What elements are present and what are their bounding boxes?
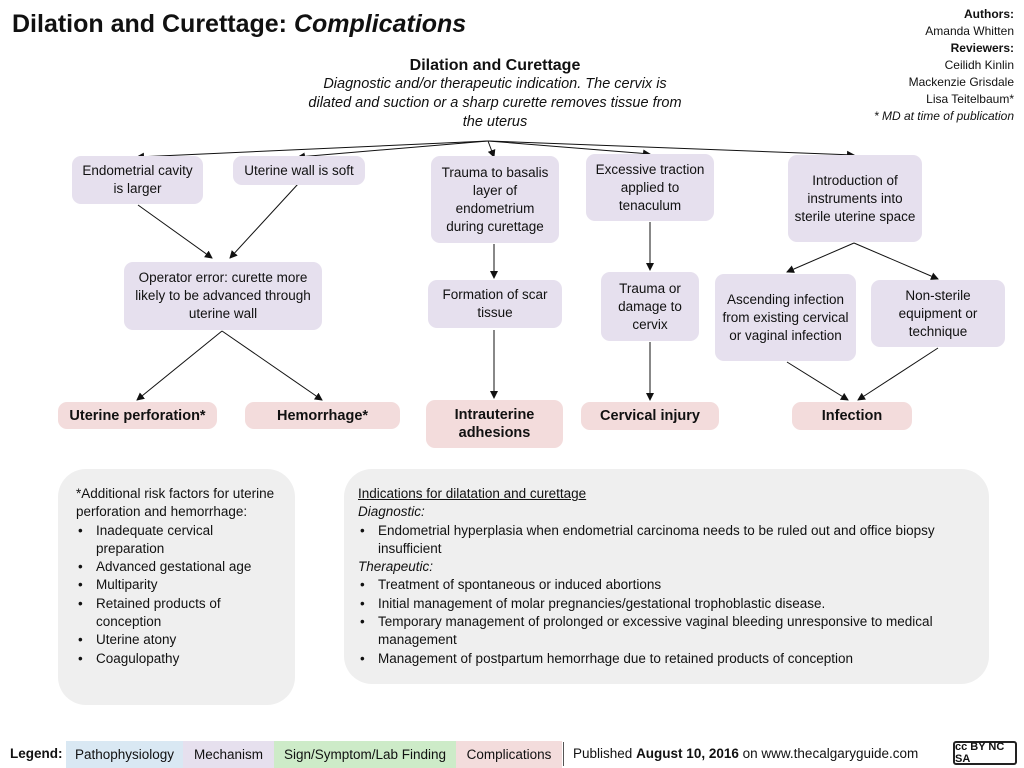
risk-factors-list: Inadequate cervical preparation Advanced…: [76, 522, 281, 669]
site-prefix: on: [742, 746, 758, 761]
reviewer-name: Lisa Teitelbaum*: [926, 92, 1014, 106]
published-prefix: Published: [573, 746, 633, 761]
title-sub: Complications: [293, 10, 467, 38]
list-item: Endometrial hyperplasia when endometrial…: [360, 522, 971, 559]
author-name: Amanda Whitten: [925, 24, 1014, 38]
list-item: Management of postpartum hemorrhage due …: [360, 650, 971, 669]
node-operator-error: Operator error: curette more likely to b…: [124, 262, 322, 330]
risk-factors-heading: *Additional risk factors for uterine per…: [76, 486, 275, 520]
cc-license-icon[interactable]: cc BY NC SA: [953, 741, 1017, 765]
main-node: Dilation and Curettage Diagnostic and/or…: [300, 56, 690, 132]
list-item: Initial management of molar pregnancies/…: [360, 595, 971, 614]
node-hemorrhage: Hemorrhage*: [245, 402, 400, 429]
node-excessive-traction: Excessive traction applied to tenaculum: [586, 154, 714, 221]
therapeutic-list: Treatment of spontaneous or induced abor…: [358, 576, 971, 669]
authors-label: Authors: [964, 7, 1010, 21]
legend-pathophysiology: Pathophysiology: [66, 741, 183, 768]
list-item: Temporary management of prolonged or exc…: [360, 613, 971, 650]
title-main: Dilation and Curettage:: [12, 10, 288, 38]
site-link[interactable]: www.thecalgaryguide.com: [761, 746, 919, 761]
arrow: [297, 140, 489, 161]
node-cervical-injury: Cervical injury: [581, 402, 719, 430]
legend-complications: Complications: [456, 741, 562, 768]
node-ascending-infection: Ascending infection from existing cervic…: [715, 274, 856, 361]
node-infection: Infection: [792, 402, 912, 430]
main-node-description: Diagnostic and/or therapeutic indication…: [308, 76, 682, 130]
node-intrauterine-adhesions: Intrauterine adhesions: [426, 400, 563, 448]
node-trauma-basalis: Trauma to basalis layer of endometrium d…: [431, 156, 559, 243]
arrow: [229, 183, 299, 259]
arrow: [136, 140, 489, 161]
page-title: Dilation and Curettage: Complications: [12, 10, 466, 39]
authors-block: Authors: Amanda Whitten Reviewers: Ceili…: [873, 7, 1014, 123]
main-node-title: Dilation and Curettage: [409, 57, 581, 74]
arrow: [786, 361, 849, 401]
arrow: [487, 140, 651, 158]
list-item: Advanced gestational age: [78, 558, 281, 577]
legend-divider: [563, 742, 564, 766]
legend-label: Legend:: [10, 746, 63, 761]
publication-info: Published August 10, 2016 on www.thecalg…: [573, 746, 918, 761]
node-uterine-perforation: Uterine perforation*: [58, 402, 217, 429]
indications-heading: Indications for dilatation and curettage: [358, 486, 587, 501]
diagnostic-label: Diagnostic:: [358, 504, 425, 520]
node-non-sterile: Non-sterile equipment or technique: [871, 280, 1005, 347]
list-item: Multiparity: [78, 576, 281, 595]
arrow: [136, 330, 223, 401]
indications-panel: Indications for dilatation and curettage…: [344, 469, 989, 684]
arrow: [487, 140, 496, 158]
list-item: Treatment of spontaneous or induced abor…: [360, 576, 971, 595]
arrow: [221, 330, 323, 401]
published-date: August 10, 2016: [636, 746, 739, 761]
therapeutic-label: Therapeutic:: [358, 559, 434, 575]
node-trauma-cervix: Trauma or damage to cervix: [601, 272, 699, 341]
node-introduction-instruments: Introduction of instruments into sterile…: [788, 155, 922, 242]
list-item: Retained products of conception: [78, 595, 281, 632]
node-scar-tissue: Formation of scar tissue: [428, 280, 562, 328]
arrow: [857, 347, 939, 401]
arrow: [487, 140, 855, 159]
list-item: Inadequate cervical preparation: [78, 522, 281, 559]
arrow: [786, 242, 855, 273]
arrow: [137, 204, 213, 259]
list-item: Uterine atony: [78, 631, 281, 650]
reviewers-label: Reviewers: [950, 41, 1010, 55]
legend-sign-symptom: Sign/Symptom/Lab Finding: [274, 741, 456, 768]
arrow: [853, 242, 939, 280]
list-item: Coagulopathy: [78, 650, 281, 669]
risk-factors-panel: *Additional risk factors for uterine per…: [58, 469, 295, 705]
authors-note: * MD at time of publication: [873, 109, 1014, 123]
diagnostic-list: Endometrial hyperplasia when endometrial…: [358, 522, 971, 559]
reviewer-name: Mackenzie Grisdale: [908, 75, 1014, 89]
node-uterine-wall-soft: Uterine wall is soft: [233, 156, 365, 185]
reviewer-name: Ceilidh Kinlin: [944, 58, 1014, 72]
legend-mechanism: Mechanism: [183, 741, 274, 768]
node-endometrial-cavity: Endometrial cavity is larger: [72, 156, 203, 204]
